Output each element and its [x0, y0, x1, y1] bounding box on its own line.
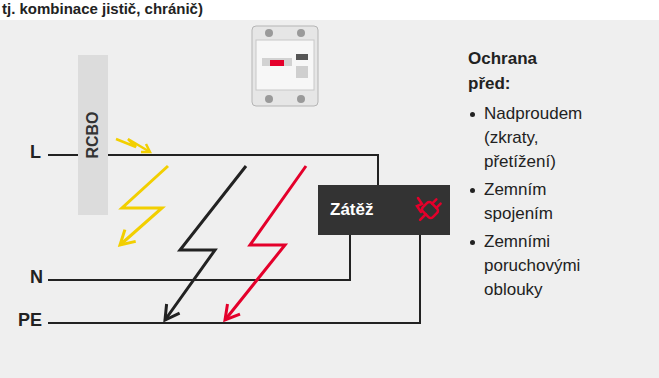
fault-bolt — [225, 166, 306, 320]
wire-connector — [108, 155, 378, 185]
breaker-device — [252, 26, 318, 106]
list-text: Zemním spojením — [484, 180, 553, 223]
wire-name: L — [30, 142, 41, 163]
node-label: Zátěž — [330, 200, 373, 220]
fault-bolt — [120, 166, 168, 245]
list-heading: Ochrana před: — [468, 46, 583, 96]
wire-name: N — [30, 267, 43, 288]
load-box: Zátěž — [318, 185, 450, 235]
list-text: Nadproudem (zkraty, přetížení) — [484, 104, 582, 171]
list-item: Zemním spojením — [468, 178, 614, 226]
protection-list: Ochrana před: Nadproudem (zkraty, přetíže… — [468, 46, 653, 306]
device-band: RCBO — [78, 55, 108, 215]
list-item: Zemními poruchovými oblouky — [468, 230, 614, 302]
list-item: Nadproudem (zkraty, přetížení) — [468, 102, 614, 174]
plug-icon — [415, 197, 443, 225]
wire-name: PE — [18, 310, 42, 331]
heading: tj. kombinace jistič, chránič) — [2, 0, 203, 17]
bullet — [470, 188, 475, 193]
fault-bolt — [165, 166, 246, 320]
list-text: Zemními poruchovými oblouky — [484, 232, 580, 299]
fault-bolt — [116, 139, 150, 152]
bullet — [470, 112, 475, 117]
node-label: RCBO — [84, 111, 102, 158]
bullet — [470, 240, 475, 245]
